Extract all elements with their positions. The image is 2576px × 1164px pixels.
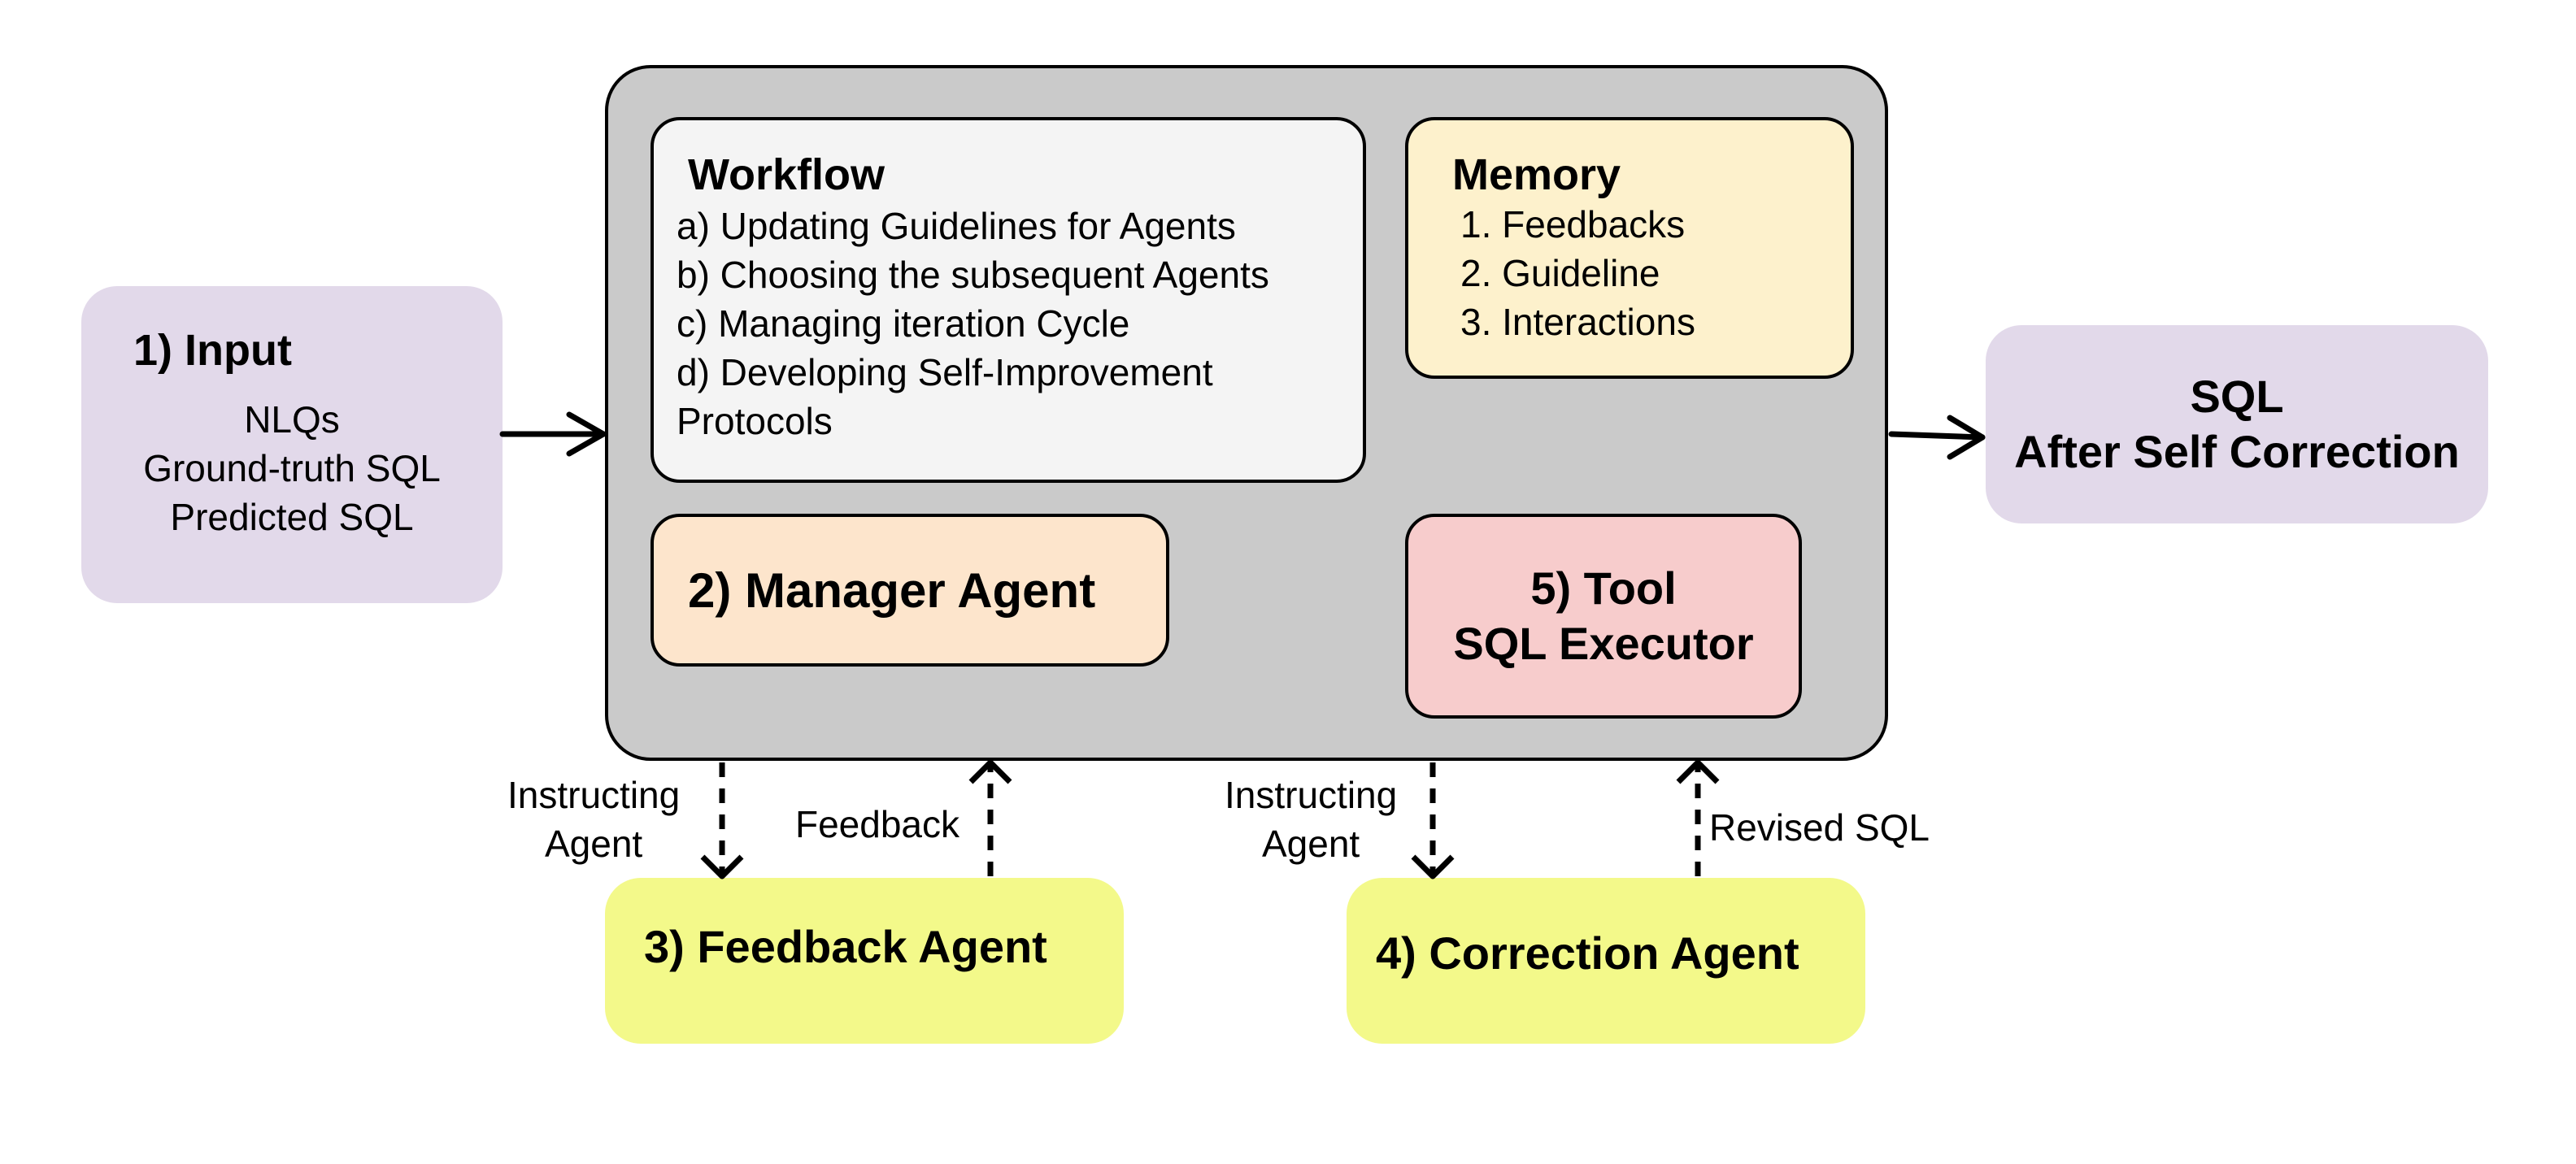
workflow-box: Workflow a) Updating Guidelines for Agen… — [651, 117, 1366, 483]
workflow-item: c) Managing iteration Cycle — [677, 302, 1130, 345]
input-line-nlqs: NLQs — [244, 398, 340, 441]
input-box: 1) Input NLQs Ground-truth SQL Predicted… — [81, 286, 503, 603]
memory-item: 2. Guideline — [1460, 252, 1660, 294]
memory-title: Memory — [1452, 150, 1621, 199]
workflow-item: a) Updating Guidelines for Agents — [677, 205, 1236, 247]
input-line-predicted: Predicted SQL — [170, 496, 414, 538]
edge-label-line: Agent — [545, 823, 643, 865]
edge-label-instructing-left: Instructing Agent — [507, 771, 680, 868]
arrow-manager-to-output — [1888, 415, 1986, 460]
tool-label: 5) Tool SQL Executor — [1408, 517, 1799, 715]
output-subtitle: After Self Correction — [2014, 426, 2460, 477]
tool-subtitle: SQL Executor — [1453, 618, 1754, 669]
edge-label-revised-sql: Revised SQL — [1709, 806, 1930, 849]
tool-title: 5) Tool — [1530, 562, 1677, 614]
memory-item: 1. Feedbacks — [1460, 203, 1686, 245]
workflow-list: a) Updating Guidelines for Agents b) Cho… — [677, 202, 1269, 445]
memory-list: 1. Feedbacks 2. Guideline 3. Interaction… — [1460, 200, 1695, 346]
edge-label-instructing-right: Instructing Agent — [1225, 771, 1397, 868]
feedback-agent-label: 3) Feedback Agent — [644, 921, 1047, 972]
memory-box: Memory 1. Feedbacks 2. Guideline 3. Inte… — [1405, 117, 1854, 379]
workflow-item: d) Developing Self-Improvement — [677, 351, 1213, 393]
edge-label-line: Instructing — [507, 774, 681, 816]
output-box: SQL After Self Correction — [1986, 325, 2488, 523]
output-title: SQL — [2190, 371, 2284, 422]
workflow-item: b) Choosing the subsequent Agents — [677, 254, 1269, 296]
manager-agent-box: 2) Manager Agent — [651, 514, 1169, 667]
arrow-feedback-to-manager — [968, 759, 1012, 876]
arrow-revised-sql-to-manager — [1676, 759, 1720, 876]
edge-label-line: Instructing — [1225, 774, 1398, 816]
workflow-item: Protocols — [677, 400, 833, 442]
memory-item: 3. Interactions — [1460, 301, 1695, 343]
arrow-instructing-feedback-agent — [700, 762, 744, 880]
input-title: 1) Input — [133, 326, 292, 375]
edge-label-feedback: Feedback — [795, 803, 960, 845]
workflow-title: Workflow — [688, 150, 885, 199]
correction-agent-label: 4) Correction Agent — [1376, 927, 1799, 979]
arrow-input-to-manager — [499, 411, 607, 457]
input-lines: NLQs Ground-truth SQL Predicted SQL — [81, 395, 503, 541]
arrow-instructing-correction-agent — [1411, 762, 1455, 880]
input-line-ground-truth: Ground-truth SQL — [143, 447, 441, 489]
edge-label-line: Agent — [1262, 823, 1360, 865]
manager-agent-label: 2) Manager Agent — [688, 562, 1096, 618]
feedback-agent-box: 3) Feedback Agent — [605, 878, 1124, 1044]
output-label: SQL After Self Correction — [1986, 325, 2488, 523]
tool-box: 5) Tool SQL Executor — [1405, 514, 1802, 719]
correction-agent-box: 4) Correction Agent — [1347, 878, 1865, 1044]
